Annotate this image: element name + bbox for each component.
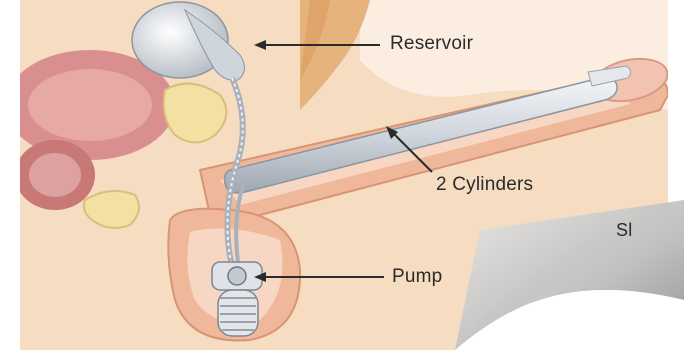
label-pump: Pump <box>392 266 442 288</box>
label-cylinders: 2 Cylinders <box>436 174 533 196</box>
left-margin <box>0 0 20 350</box>
pubic-bone <box>164 84 227 143</box>
label-reservoir: Reservoir <box>390 33 473 55</box>
pump-valve <box>228 267 246 285</box>
prostate-highlight <box>29 153 81 197</box>
muscle-highlight <box>28 69 152 141</box>
slide-text-fragment: Sl <box>616 220 632 241</box>
pump-bulb <box>218 290 258 336</box>
